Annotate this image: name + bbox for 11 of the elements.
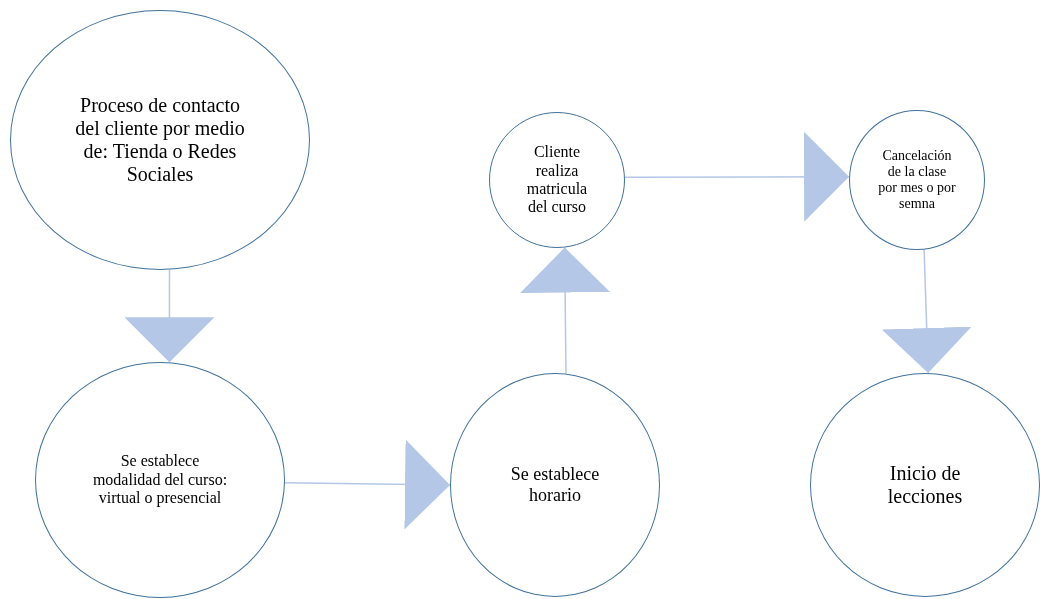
step-text: Cancelación de la clase por mes o por semna — [877, 147, 957, 213]
chevron-arrow — [520, 246, 611, 375]
chevron-arrow — [624, 131, 850, 222]
step-text: Proceso de contacto del cliente por medio de: Tienda o Redes Sociales — [74, 94, 246, 186]
chevron-arrow — [124, 269, 215, 364]
step-text: Se establece horario — [509, 464, 601, 506]
chevron-arrow — [284, 439, 451, 530]
chevron-arrow — [881, 248, 972, 374]
step-text: Inicio de lecciones — [886, 462, 964, 508]
step-text: Cliente realiza matricula del curso — [525, 143, 589, 217]
step-text: Se establece modalidad del curso: virtual o presencial — [91, 452, 229, 508]
